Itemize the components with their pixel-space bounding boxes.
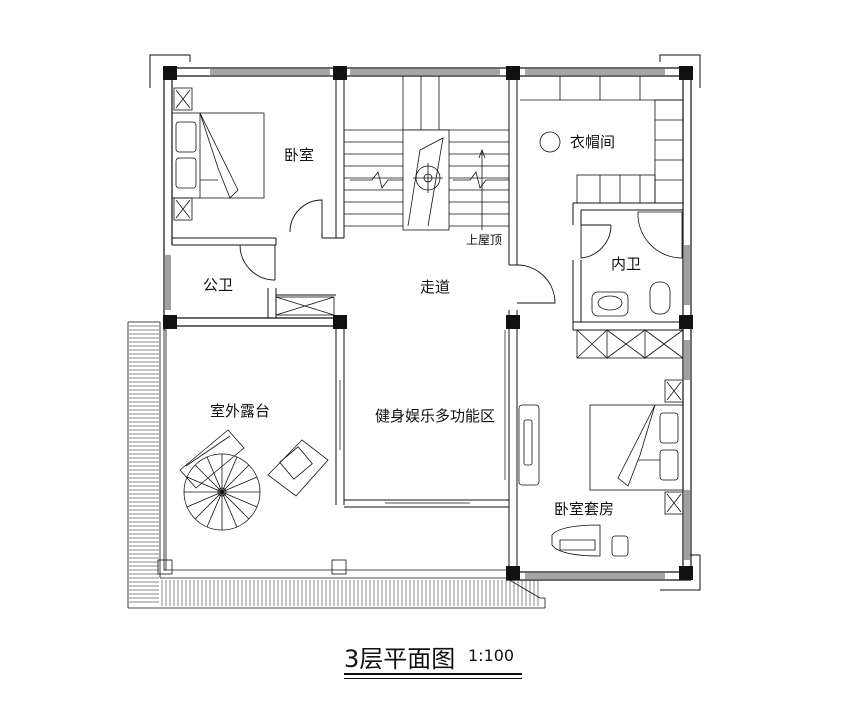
corner-flare-tl (149, 54, 191, 88)
doors (239, 199, 612, 304)
bath-vanity (275, 296, 335, 316)
title-underline-thick (344, 673, 522, 675)
corner-flare-br (660, 554, 701, 591)
room-label-fitness: 健身娱乐多功能区 (375, 407, 496, 425)
drawing-title: 3层平面图 (344, 645, 456, 673)
staircase (344, 76, 509, 231)
terrace (127, 321, 546, 609)
room-label-to-roof: 上屋顶 (466, 233, 503, 247)
lounger-icon (179, 429, 329, 497)
terrace-rail-hatch (129, 325, 159, 603)
room-label-bedroom: 卧室 (284, 146, 315, 164)
suite-furniture (518, 379, 684, 557)
umbrella-icon (183, 453, 261, 531)
room-label-corridor: 走道 (420, 278, 451, 296)
title-underline-thin (344, 678, 522, 679)
bedroom-furniture (171, 87, 265, 221)
room-label-master-suite: 卧室套房 (554, 500, 615, 518)
corner-flare-tr (659, 54, 701, 88)
columns (163, 66, 693, 580)
terrace-rail-hatch-bottom (161, 580, 539, 606)
sliding-doors (339, 330, 506, 504)
room-label-inner-bath: 内卫 (611, 255, 642, 273)
room-label-public-bath: 公卫 (203, 276, 234, 294)
windows (165, 69, 690, 579)
inner-bath-fixtures (576, 211, 684, 359)
room-label-terrace: 室外露台 (210, 402, 271, 420)
closet-fixtures (520, 76, 684, 204)
room-label-closet: 衣帽间 (570, 133, 616, 151)
drawing-scale: 1:100 (468, 646, 515, 665)
